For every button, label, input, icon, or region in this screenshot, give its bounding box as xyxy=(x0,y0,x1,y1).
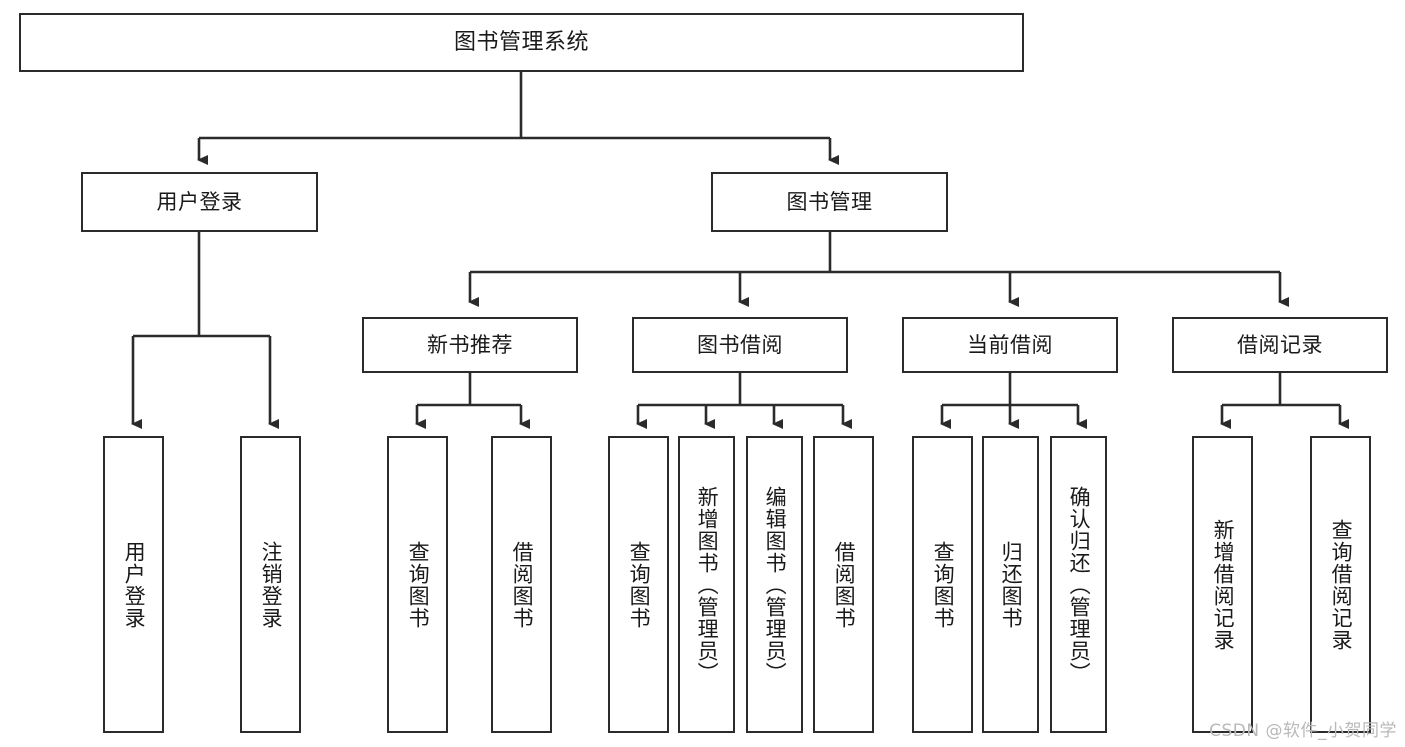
node-current-borrow[interactable]: 当前借阅 xyxy=(902,317,1118,373)
node-user-login[interactable]: 用户登录 xyxy=(81,172,318,232)
leaf-confirm-return-label: 确认归还（管理员） xyxy=(1067,485,1092,684)
leaf-borrow-book-1-label: 借阅图书 xyxy=(510,540,535,629)
node-book-manage[interactable]: 图书管理 xyxy=(711,172,948,232)
node-current-borrow-label: 当前借阅 xyxy=(967,332,1053,357)
leaf-user-logout[interactable]: 注销登录 xyxy=(240,436,301,733)
leaf-add-record-label: 新增借阅记录 xyxy=(1211,518,1236,651)
leaf-borrow-book-2-label: 借阅图书 xyxy=(832,540,857,629)
leaf-query-book-3-label: 查询图书 xyxy=(931,540,956,629)
leaf-return-book-label: 归还图书 xyxy=(999,540,1024,629)
node-borrow-record[interactable]: 借阅记录 xyxy=(1172,317,1388,373)
node-book-borrow-label: 图书借阅 xyxy=(697,332,783,357)
leaf-user-logout-label: 注销登录 xyxy=(259,540,284,629)
node-root-label: 图书管理系统 xyxy=(453,29,589,55)
node-borrow-record-label: 借阅记录 xyxy=(1237,332,1323,357)
node-book-manage-label: 图书管理 xyxy=(786,189,873,214)
watermark: CSDN @软件_小贺同学 xyxy=(1209,721,1397,741)
node-root[interactable]: 图书管理系统 xyxy=(19,13,1024,72)
leaf-query-record-label: 查询借阅记录 xyxy=(1329,518,1354,651)
leaf-confirm-return[interactable]: 确认归还（管理员） xyxy=(1050,436,1107,733)
leaf-user-login[interactable]: 用户登录 xyxy=(103,436,164,733)
leaf-return-book[interactable]: 归还图书 xyxy=(982,436,1039,733)
leaf-query-book-1[interactable]: 查询图书 xyxy=(387,436,448,733)
leaf-query-record[interactable]: 查询借阅记录 xyxy=(1310,436,1371,733)
leaf-borrow-book-1[interactable]: 借阅图书 xyxy=(491,436,552,733)
node-new-book-rec[interactable]: 新书推荐 xyxy=(362,317,578,373)
node-new-book-rec-label: 新书推荐 xyxy=(427,332,513,357)
leaf-add-book-label: 新增图书（管理员） xyxy=(695,485,720,684)
leaf-user-login-label: 用户登录 xyxy=(122,540,147,629)
leaf-query-book-3[interactable]: 查询图书 xyxy=(912,436,973,733)
leaf-edit-book[interactable]: 编辑图书（管理员） xyxy=(746,436,803,733)
leaf-query-book-1-label: 查询图书 xyxy=(406,540,431,629)
leaf-query-book-2[interactable]: 查询图书 xyxy=(608,436,669,733)
node-book-borrow[interactable]: 图书借阅 xyxy=(632,317,848,373)
node-user-login-label: 用户登录 xyxy=(156,189,243,214)
leaf-edit-book-label: 编辑图书（管理员） xyxy=(763,485,788,684)
leaf-query-book-2-label: 查询图书 xyxy=(627,540,652,629)
leaf-borrow-book-2[interactable]: 借阅图书 xyxy=(813,436,874,733)
leaf-add-book[interactable]: 新增图书（管理员） xyxy=(678,436,735,733)
leaf-add-record[interactable]: 新增借阅记录 xyxy=(1192,436,1253,733)
